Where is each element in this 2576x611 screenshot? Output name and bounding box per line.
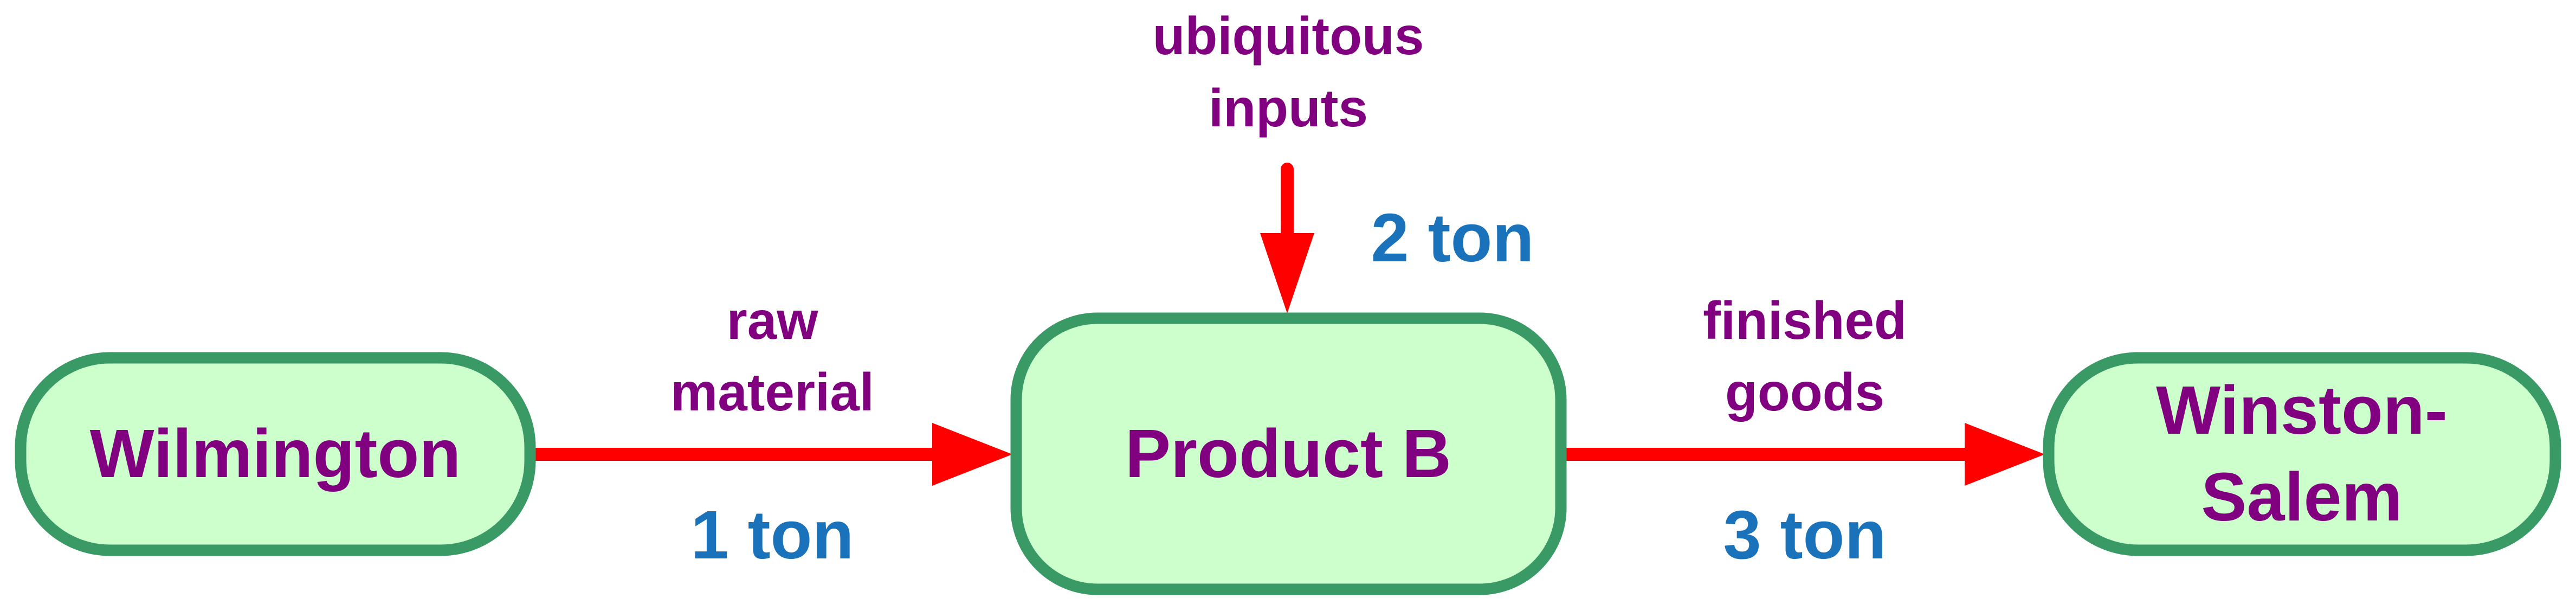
raw-material-label-line1: raw xyxy=(727,291,819,350)
ubiquitous-inputs-label-line1: ubiquitous xyxy=(1153,6,1424,66)
finished-goods-label-line1: finished xyxy=(1703,291,1907,350)
node-product-b-label: Product B xyxy=(1125,415,1451,492)
finished-goods-label-line2: goods xyxy=(1725,362,1884,422)
raw-material-quantity: 1 ton xyxy=(691,497,854,573)
ubiquitous-inputs-label-line2: inputs xyxy=(1209,78,1368,138)
node-winston-salem: Winston- Salem xyxy=(2043,352,2561,556)
finished-goods-quantity: 3 ton xyxy=(1723,497,1887,573)
node-product-b: Product B xyxy=(1010,312,1567,595)
node-winston-salem-label-line2: Salem xyxy=(2201,459,2402,535)
node-winston-salem-label-line1: Winston- xyxy=(2156,372,2448,448)
node-wilmington: Wilmington xyxy=(15,352,536,556)
raw-material-arrow xyxy=(527,423,1012,486)
finished-goods-arrow xyxy=(1560,423,2045,486)
ubiquitous-inputs-arrow xyxy=(1260,163,1314,313)
raw-material-label-line2: material xyxy=(670,362,874,422)
node-wilmington-label: Wilmington xyxy=(90,415,461,492)
ubiquitous-inputs-quantity: 2 ton xyxy=(1371,200,1534,276)
